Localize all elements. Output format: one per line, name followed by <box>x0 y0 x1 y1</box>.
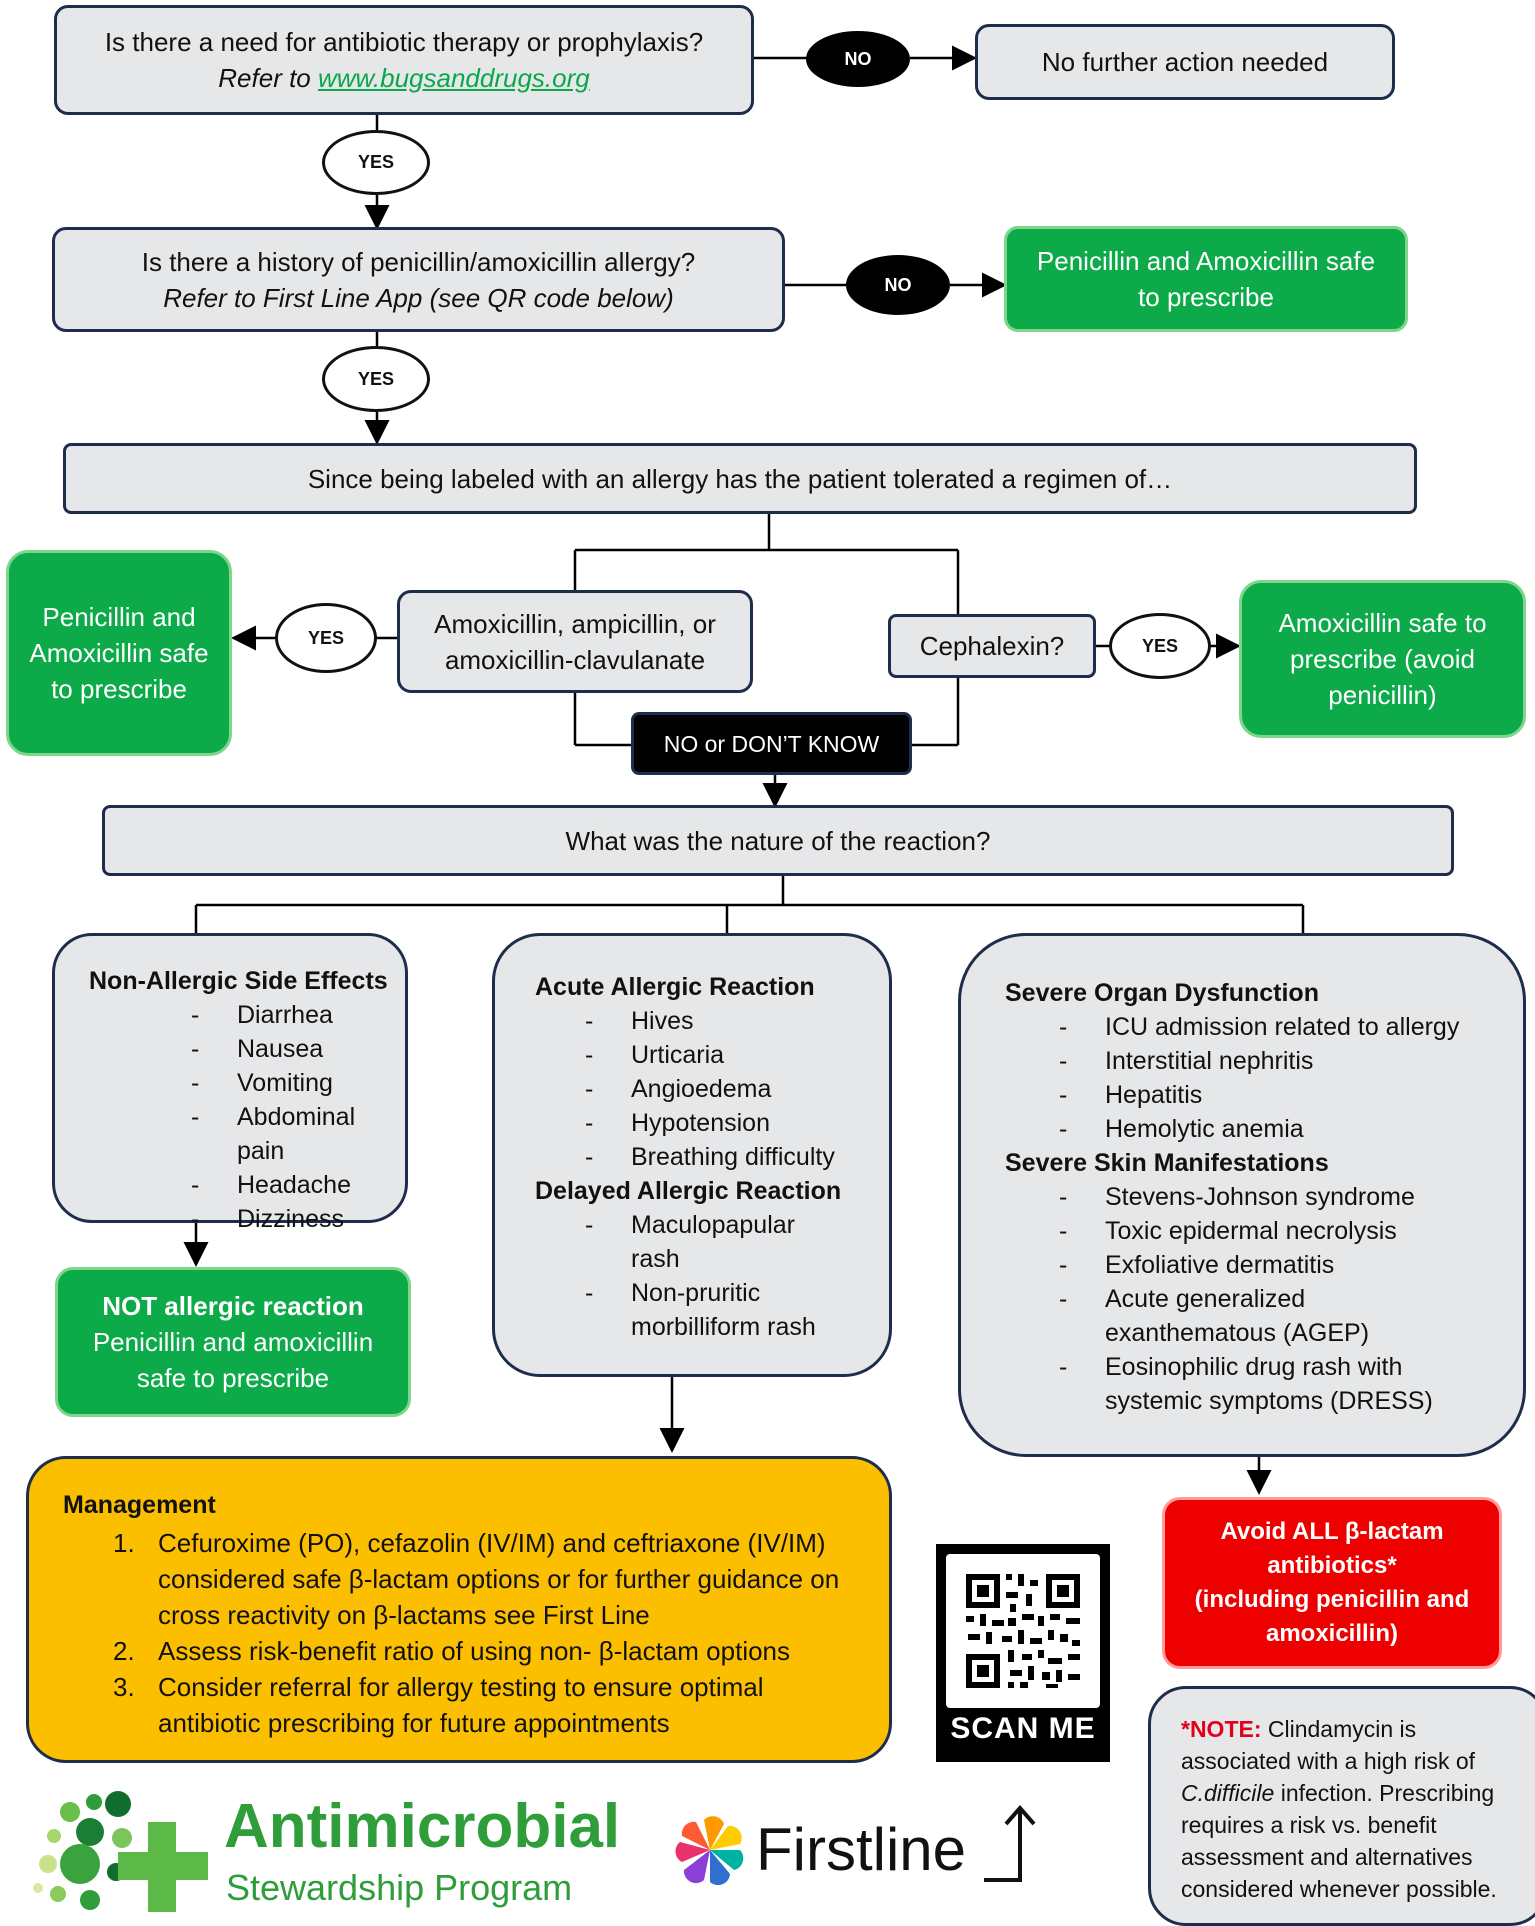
list-item: -Hepatitis <box>1059 1081 1203 1109</box>
management-title: Management <box>63 1491 216 1519</box>
list-item: -Headache <box>191 1171 351 1199</box>
yes-oval-3: YES <box>275 603 377 673</box>
list-item: -Dizziness <box>191 1205 344 1233</box>
list-item: -Maculopapular rash <box>585 1211 795 1273</box>
yes-oval-4: YES <box>1109 613 1211 679</box>
list-item: -Diarrhea <box>191 1001 333 1029</box>
management-item: 2.Assess risk-benefit ratio of using non… <box>113 1636 791 1666</box>
first-line-app-reference: Refer to First Line App (see QR code bel… <box>163 282 674 313</box>
list-item: -Hemolytic anemia <box>1059 1115 1304 1143</box>
list-item: -Toxic epidermal necrolysis <box>1059 1217 1397 1245</box>
safe-to-prescribe-left: Penicillin and Amoxicillin safe to presc… <box>6 550 232 756</box>
tolerated-regimen-question: Since being labeled with an allergy has … <box>63 443 1417 514</box>
not-allergic-reaction-box: NOT allergic reaction Penicillin and amo… <box>55 1267 411 1417</box>
list-item: -Abdominal pain <box>191 1103 356 1165</box>
reaction-nature-question: What was the nature of the reaction? <box>102 805 1454 876</box>
list-item: -Eosinophilic drug rash with systemic sy… <box>1059 1353 1433 1415</box>
antimicrobial-stewardship-logo: Antimicrobial Stewardship Program <box>30 1788 620 1918</box>
severe-skin-title: Severe Skin Manifestations <box>1005 1149 1329 1177</box>
qr-code[interactable]: SCAN ME <box>936 1544 1110 1762</box>
note-label: *NOTE: <box>1181 1716 1262 1742</box>
ams-logo-line1: Antimicrobial <box>224 1792 621 1861</box>
arrow-up-icon <box>984 1804 1036 1882</box>
question-need-antibiotic: Is there a need for antibiotic therapy o… <box>54 5 754 115</box>
list-item: -Breathing difficulty <box>585 1143 835 1171</box>
avoid-line2: antibiotics* <box>1267 1552 1397 1579</box>
management-box: Management 1.Cefuroxime (PO), cefazolin … <box>26 1456 892 1763</box>
ams-dots-plus-icon <box>33 1791 208 1912</box>
cephalexin-box: Cephalexin? <box>888 614 1096 678</box>
list-item: -Nausea <box>191 1035 324 1063</box>
yes-oval-2: YES <box>322 346 430 412</box>
allergic-reaction-box: Acute Allergic Reaction -Hives -Urticari… <box>492 933 892 1377</box>
firstline-logo: Firstline <box>670 1800 1060 1900</box>
scan-me-label: SCAN ME <box>950 1712 1096 1745</box>
ams-logo-line2: Stewardship Program <box>226 1867 573 1908</box>
question-need-antibiotic-text: Is there a need for antibiotic therapy o… <box>104 27 704 57</box>
severe-organ-title: Severe Organ Dysfunction <box>1005 979 1319 1007</box>
management-item: 1.Cefuroxime (PO), cefazolin (IV/IM) and… <box>113 1528 840 1630</box>
list-item: -Non-pruritic morbilliform rash <box>585 1279 816 1341</box>
list-item: -Vomiting <box>191 1069 333 1097</box>
firstline-flower-icon <box>675 1816 744 1886</box>
firstline-logo-text: Firstline <box>756 1816 967 1883</box>
delayed-allergic-title: Delayed Allergic Reaction <box>535 1177 842 1205</box>
qr-pattern-icon <box>966 1574 1080 1688</box>
list-item: -Acute generalized exanthematous (AGEP) <box>1059 1285 1370 1347</box>
list-item: -Interstitial nephritis <box>1059 1047 1314 1075</box>
acute-allergic-title: Acute Allergic Reaction <box>535 973 815 1001</box>
question-allergy-history-text: Is there a history of penicillin/amoxici… <box>141 246 696 277</box>
no-oval-1: NO <box>806 31 910 87</box>
management-item: 3.Consider referral for allergy testing … <box>113 1672 764 1738</box>
no-further-action-box: No further action needed <box>975 24 1395 100</box>
not-allergic-body: Penicillin and amoxicillin safe to presc… <box>92 1327 374 1393</box>
list-item: -ICU admission related to allergy <box>1059 1013 1460 1041</box>
list-item: -Exfoliative dermatitis <box>1059 1251 1335 1279</box>
refer-prefix: Refer to <box>218 63 318 93</box>
list-item: -Angioedema <box>585 1075 772 1103</box>
no-oval-2: NO <box>846 255 950 315</box>
no-or-dont-know-box: NO or DON’T KNOW <box>631 712 912 775</box>
non-allergic-side-effects-box: Non-Allergic Side Effects -Diarrhea -Nau… <box>52 933 408 1233</box>
clindamycin-note: *NOTE: Clindamycin is associated with a … <box>1148 1686 1535 1926</box>
severe-reaction-box: Severe Organ Dysfunction -ICU admission … <box>958 933 1526 1457</box>
amoxicillin-safe-box: Amoxicillin safe to prescribe (avoid pen… <box>1239 580 1526 738</box>
list-item: -Hypotension <box>585 1109 770 1137</box>
not-allergic-title: NOT allergic reaction <box>102 1291 364 1321</box>
list-item: -Stevens-Johnson syndrome <box>1059 1183 1415 1211</box>
amoxicillin-option-box: Amoxicillin, ampicillin, or amoxicillin-… <box>397 590 753 693</box>
avoid-line3: (including penicillin and amoxicillin) <box>1194 1586 1470 1647</box>
avoid-line1: Avoid ALL β-lactam <box>1220 1518 1444 1545</box>
safe-to-prescribe-top: Penicillin and Amoxicillin safe to presc… <box>1004 226 1408 332</box>
list-item: -Hives <box>585 1007 694 1035</box>
list-item: -Urticaria <box>585 1041 725 1069</box>
avoid-beta-lactam-box: Avoid ALL β-lactam antibiotics* (includi… <box>1162 1497 1502 1669</box>
yes-oval-1: YES <box>322 130 430 195</box>
question-allergy-history: Is there a history of penicillin/amoxici… <box>52 227 785 332</box>
bugsanddrugs-link[interactable]: www.bugsanddrugs.org <box>318 63 590 93</box>
non-allergic-title: Non-Allergic Side Effects <box>89 967 388 995</box>
